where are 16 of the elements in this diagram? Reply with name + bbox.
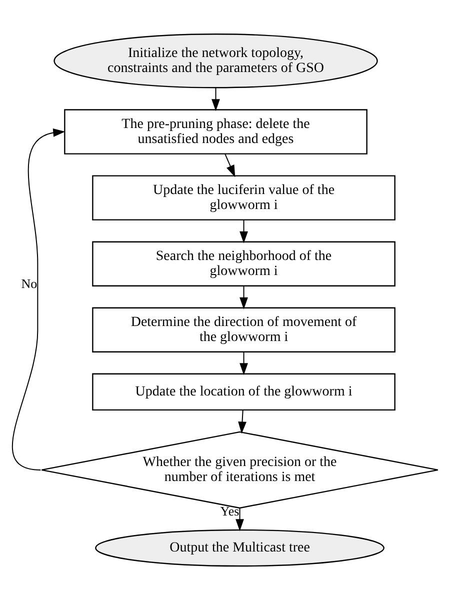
- arrow: [240, 286, 248, 310]
- node-box: Search the neighborhood of the glowworm i: [92, 241, 396, 286]
- arrow: [12, 128, 66, 470]
- node-box: Update the luciferin value of the glowworm i: [92, 175, 396, 220]
- node-ellipse: Initialize the network topology, constraints and the parameters of GSO: [54, 34, 378, 88]
- arrow: [240, 220, 248, 244]
- node-box: Update the location of the glowworm i: [92, 373, 396, 411]
- arrow: [238, 410, 246, 434]
- arrow: [240, 352, 248, 376]
- edge-label: No: [21, 276, 38, 291]
- arrow: [236, 508, 244, 532]
- arrow: [212, 87, 220, 112]
- node-ellipse: Output the Multicast tree: [95, 529, 384, 567]
- node-box: Determine the direction of movement of the glowworm i: [92, 307, 396, 352]
- node-box: The pre-pruning phase: delete the unsatisfied nodes and edges: [64, 109, 368, 154]
- arrow: [224, 154, 236, 178]
